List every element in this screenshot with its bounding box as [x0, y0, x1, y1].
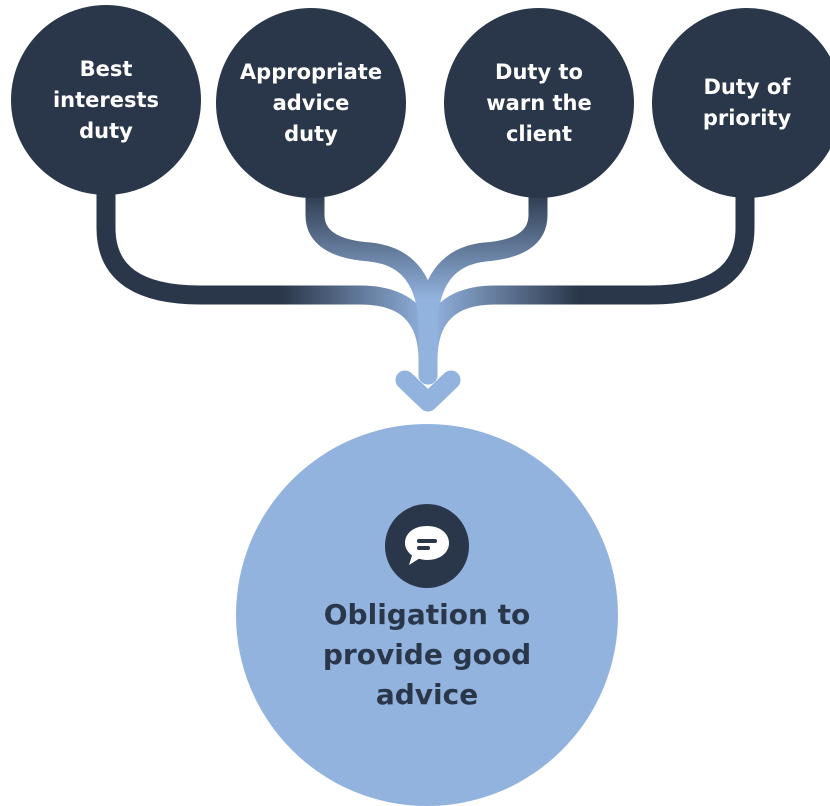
duty-circle-appropriate-advice: Appropriate advice duty [216, 8, 406, 198]
duty-label-duty-to-warn: Duty to warn the client [486, 59, 592, 146]
duty-circle-duty-of-priority: Duty of priority [652, 8, 830, 198]
connector-best-interests [96, 180, 438, 385]
duty-label-appropriate-advice: Appropriate advice duty [239, 59, 383, 146]
duty-label-duty-of-priority: Duty of priority [702, 75, 792, 130]
connector-duty-to-warn [418, 185, 548, 385]
duty-circle-duty-to-warn: Duty to warn the client [444, 8, 634, 198]
duty-circle-best-interests: Best interests duty [11, 5, 201, 195]
connector-duty-of-priority [418, 180, 755, 385]
outcome-label: Obligation to provide good advice [322, 598, 532, 711]
outcome-circle [236, 424, 618, 806]
arrow-head [395, 370, 461, 412]
duty-label-best-interests: Best interests duty [52, 56, 160, 143]
speech-bubble-icon [385, 504, 469, 588]
connector-appropriate-advice [305, 185, 438, 385]
